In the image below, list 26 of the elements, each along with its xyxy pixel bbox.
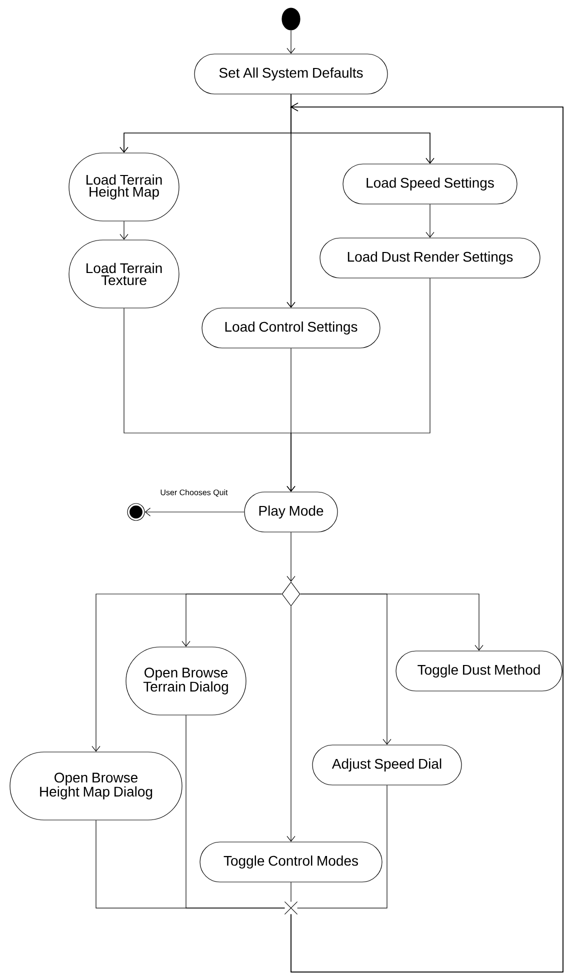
arrow	[120, 221, 128, 240]
arrow	[144, 508, 244, 516]
arrow	[286, 606, 296, 842]
activity-box: Open Browse Terrain Dialog	[126, 646, 246, 716]
activity-box: Toggle Dust Method	[396, 650, 562, 692]
activity-box: Play Mode	[244, 492, 338, 532]
activity-box: Load Speed Settings	[342, 164, 518, 204]
activity-box: Adjust Speed Dial	[312, 744, 462, 786]
activity-box: Toggle Control Modes	[200, 842, 382, 882]
activity-box: Load Dust Render Settings	[320, 238, 540, 278]
arrow	[182, 594, 282, 647]
activity-box: Load Control Settings	[202, 308, 380, 348]
arrow	[300, 594, 484, 651]
activity-box: Load Terrain Height Map	[68, 152, 180, 222]
merge-mark	[284, 901, 298, 915]
activity-box: Set All System Defaults	[194, 54, 388, 94]
end-node	[127, 503, 145, 521]
arrow	[426, 204, 434, 238]
arrow	[286, 30, 296, 54]
arrow	[286, 278, 430, 492]
activity-box: Open Browse Height Map Dialog	[10, 752, 182, 820]
arrow	[286, 532, 296, 582]
activity-box: Load Terrain Texture	[68, 240, 180, 308]
decision-diamond	[282, 582, 300, 606]
start-node	[282, 8, 300, 30]
edge-label: User Chooses Quit	[160, 489, 228, 497]
